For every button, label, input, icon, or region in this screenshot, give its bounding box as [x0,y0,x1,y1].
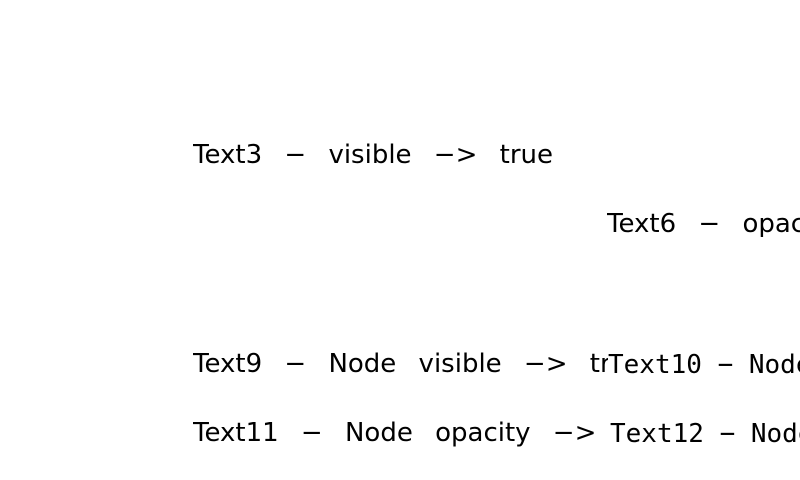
text-node-text12: Text12 − Node [610,421,800,447]
text-node-text9: Text9 − Node visible −> true [193,351,608,379]
text-node-text11: Text11 − Node opacity −> 0 [193,420,612,448]
text-node-text3: Text3 − visible −> true [193,142,554,168]
text-node-text10: Text10 − Node [608,352,800,378]
text-node-text6: Text6 − opacity [607,211,800,237]
